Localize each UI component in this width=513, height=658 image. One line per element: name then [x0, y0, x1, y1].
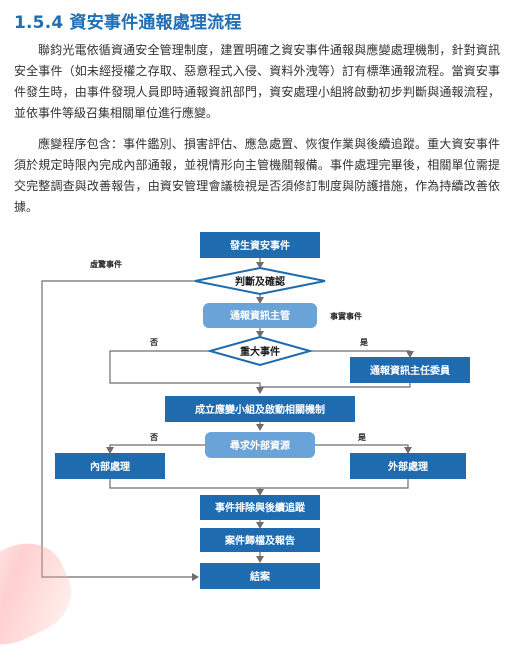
form-team-box	[165, 396, 355, 422]
archive-report-box	[200, 528, 320, 552]
paragraph-2: 應變程序包含：事件鑑別、損害評估、應急處置、恢復作業與後續追蹤。重大資安事件須於…	[14, 137, 500, 214]
section-title: 1.5.4 資安事件通報處理流程	[14, 13, 242, 33]
external-no-label: 否	[149, 433, 158, 442]
paragraph-1: 聯鈞光電依循資通安全管理制度，建置明確之資安事件通報與應變處理機制，針對資訊安全…	[14, 43, 500, 120]
notify-committee-label: 通報資訊主任委員	[370, 364, 450, 377]
notify-committee-box	[350, 357, 470, 383]
judge-diamond	[194, 266, 326, 296]
seek-external-label: 尋求外部資源	[230, 439, 290, 452]
incident-flowchart: 發生資安事件 判斷及確認 虛驚事件 通報資訊主管 事實事件 重大事件 否 是 通…	[41, 232, 470, 589]
notify-it-head-box	[203, 303, 317, 328]
flow-connectors	[41, 258, 414, 581]
major-event-label: 重大事件	[240, 345, 280, 358]
internal-box	[55, 453, 165, 479]
major-yes-label: 是	[359, 337, 368, 347]
troubleshoot-box	[200, 495, 320, 520]
false-event-label: 虛驚事件	[90, 259, 122, 269]
document-page: 1.5.4 資安事件通報處理流程 聯鈞光電依循資通安全管理制度，建置明確之資安事…	[0, 13, 500, 658]
archive-report-label: 案件歸檔及報告	[224, 534, 295, 547]
judge-label: 判斷及確認	[235, 275, 285, 288]
real-event-label: 事實事件	[330, 311, 362, 321]
major-no-label: 否	[149, 338, 158, 347]
troubleshoot-label: 事件排除與後續追蹤	[215, 501, 306, 514]
notify-it-head-label: 通報資訊主管	[230, 309, 290, 322]
start-label: 發生資安事件	[229, 239, 290, 252]
external-yes-label: 是	[357, 432, 366, 442]
external-label: 外部處理	[387, 460, 428, 473]
major-event-diamond	[206, 335, 314, 367]
seek-external-box	[205, 432, 315, 458]
external-box	[350, 453, 466, 479]
form-team-label: 成立應變小組及啟動相關機制	[195, 403, 325, 416]
internal-label: 內部處理	[90, 460, 130, 473]
end-label: 結案	[250, 570, 271, 583]
start-box	[200, 232, 320, 258]
end-box	[200, 563, 320, 589]
